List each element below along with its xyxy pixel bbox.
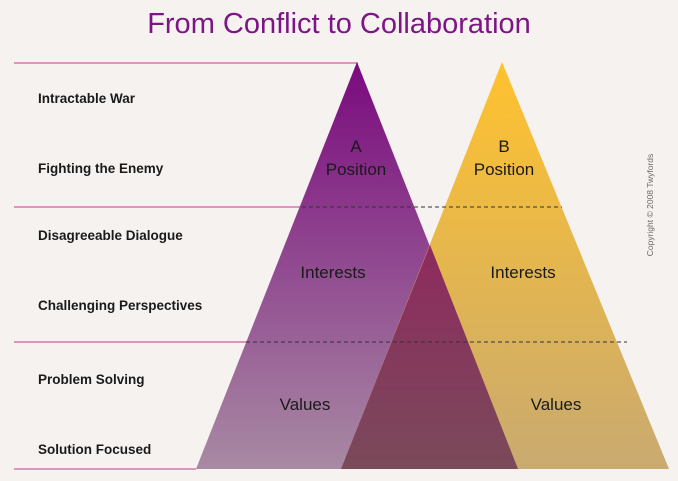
level-fighting-the-enemy: Fighting the Enemy [38,161,164,176]
level-problem-solving: Problem Solving [38,372,145,387]
triangle-b-values: Values [531,395,582,414]
level-solution-focused: Solution Focused [38,442,152,457]
level-disagreeable-dialogue: Disagreeable Dialogue [38,228,183,243]
triangle-a-position: Position [326,160,386,179]
triangle-a-interests: Interests [300,263,365,282]
triangle-b-letter: B [498,137,509,156]
level-challenging-perspectives: Challenging Perspectives [38,298,203,313]
triangle-b-position: Position [474,160,534,179]
overlap-region [341,245,518,469]
copyright-notice: Copyright © 2008 Twyfords [645,153,655,257]
triangle-a-letter: A [350,137,362,156]
triangle-b-interests: Interests [490,263,555,282]
level-intractable-war: Intractable War [38,91,136,106]
diagram-title: From Conflict to Collaboration [147,8,531,40]
triangle-a-values: Values [280,395,331,414]
